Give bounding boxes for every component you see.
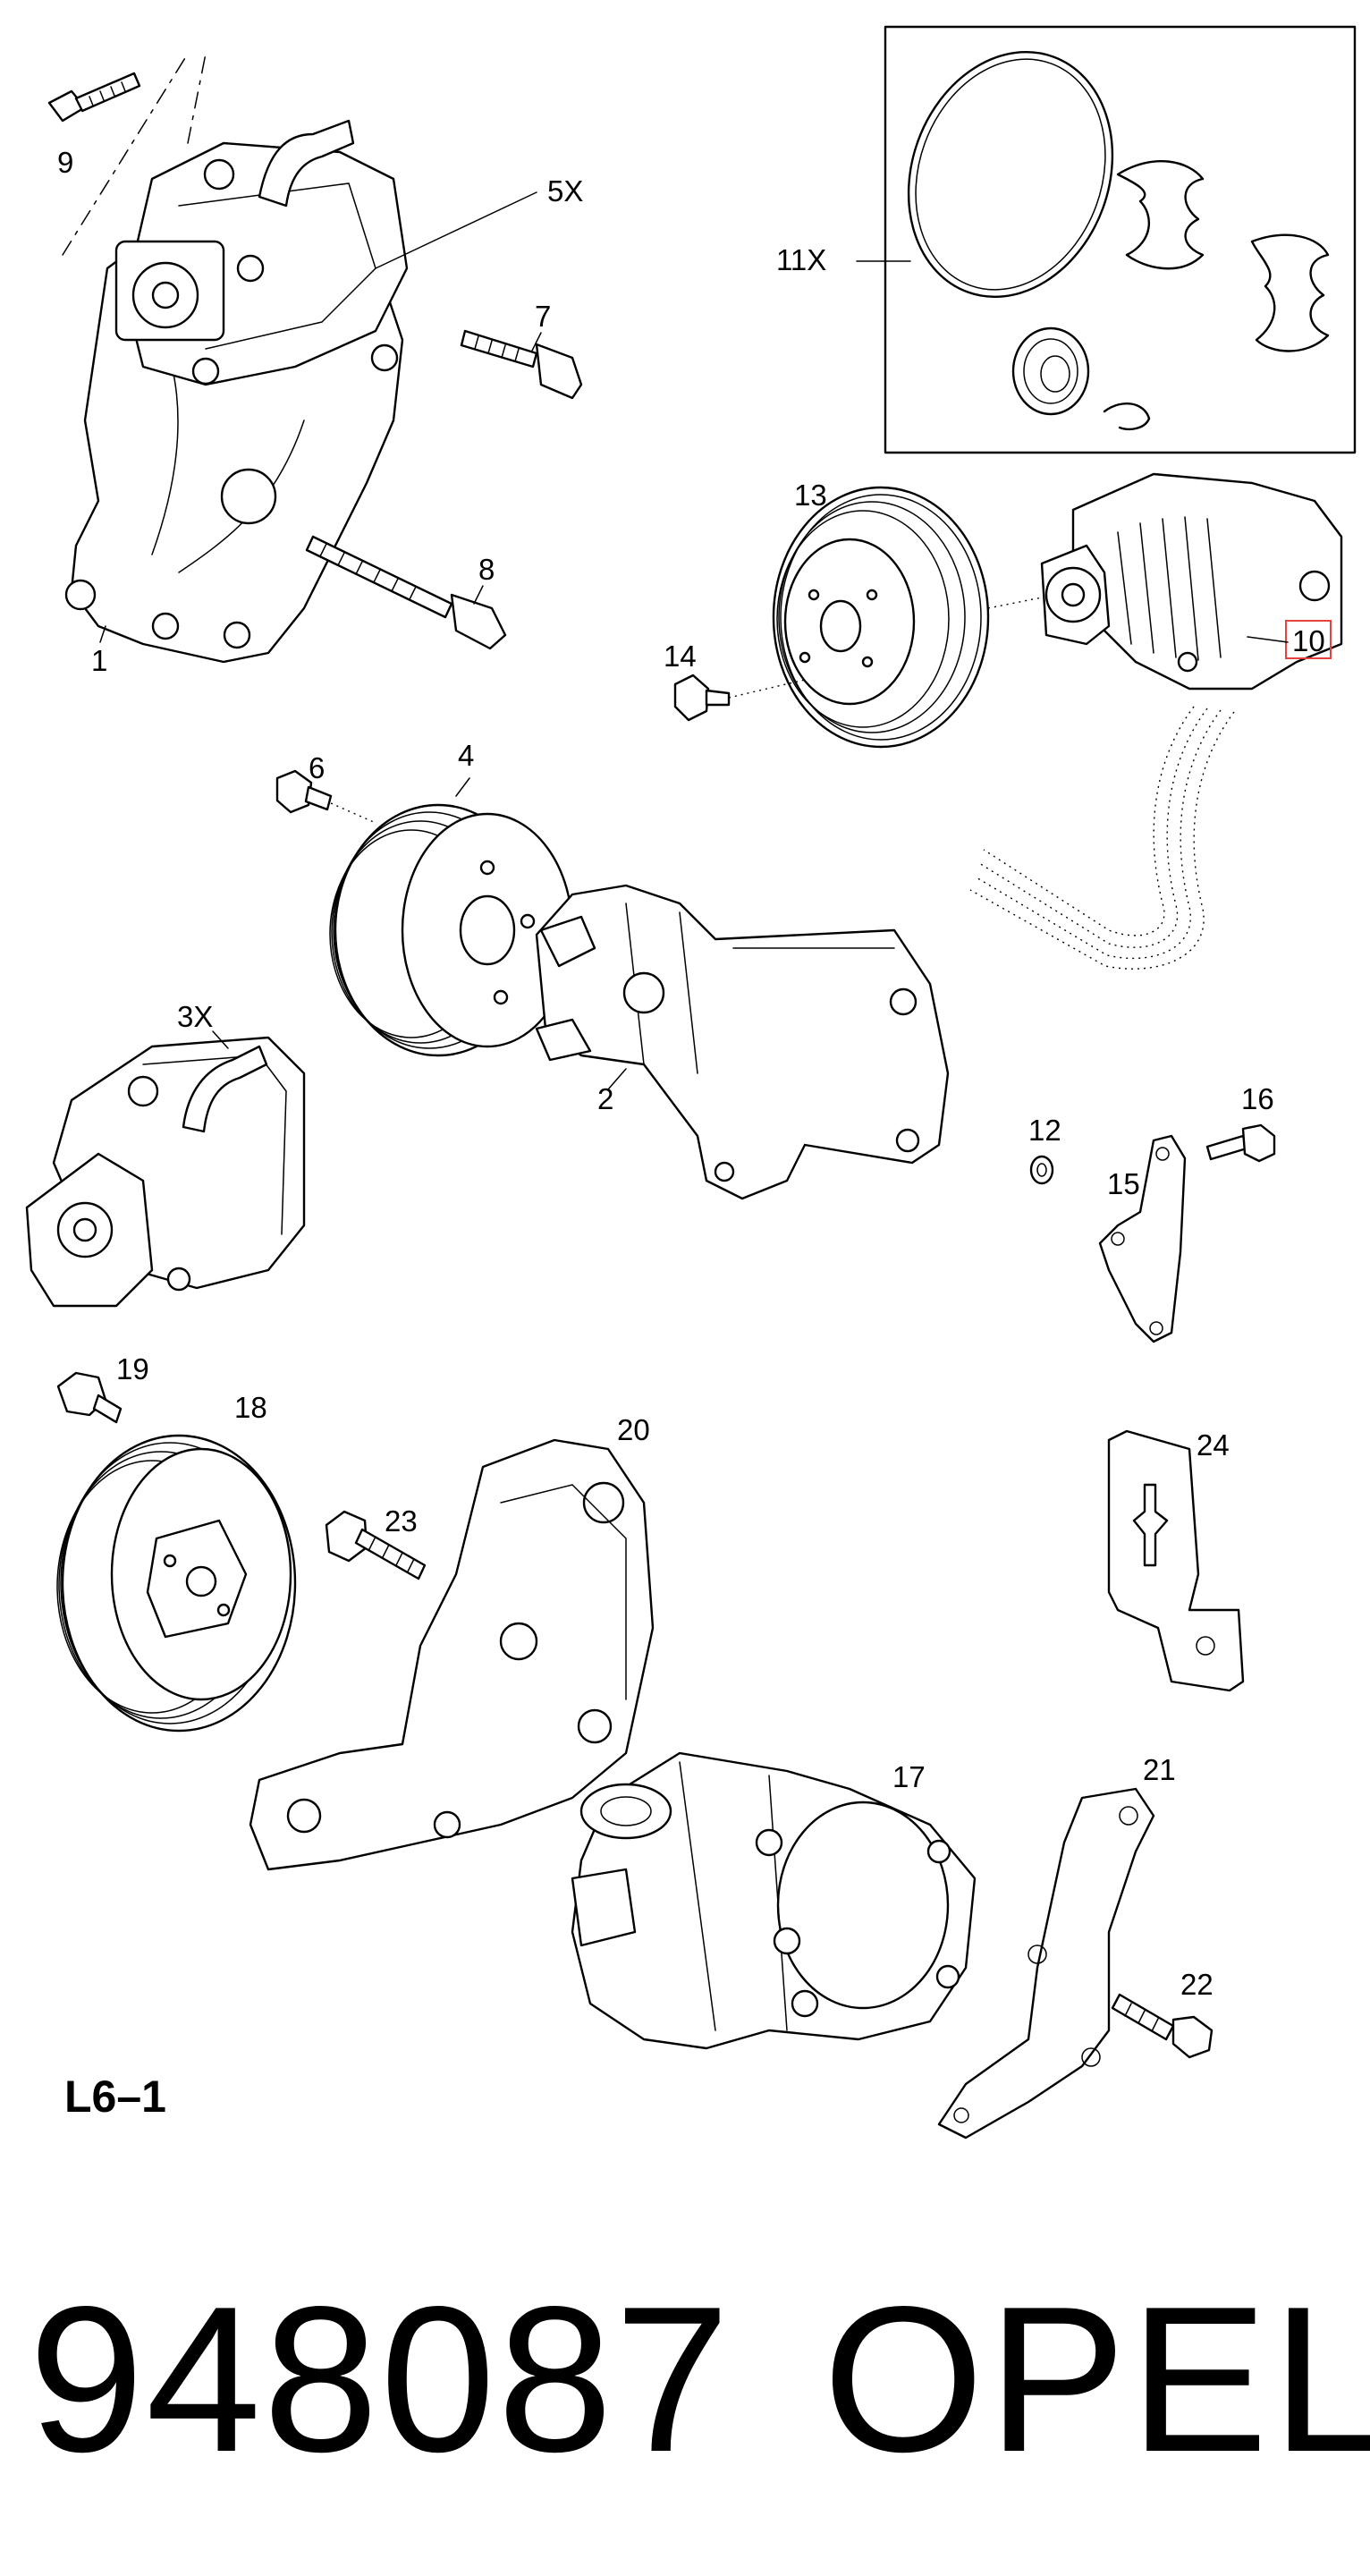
callout-6: 6	[309, 751, 325, 784]
washer-part-12	[1029, 1155, 1054, 1185]
callout-21: 21	[1143, 1753, 1176, 1786]
bolt-part-23	[325, 1510, 427, 1580]
pump-part-17	[571, 1751, 977, 2050]
leader-7	[531, 332, 542, 352]
bracket-part-20	[249, 1438, 655, 1871]
bolt-part-19	[56, 1371, 123, 1424]
callout-16: 16	[1241, 1082, 1274, 1115]
callout-3x: 3X	[177, 1000, 213, 1033]
bolt-part-14	[673, 674, 806, 722]
callout-12: 12	[1028, 1114, 1061, 1147]
part-number: 948087	[29, 2264, 732, 2496]
brand-name: OPEL	[823, 2264, 1370, 2496]
washer-part-12-hole	[1036, 1163, 1047, 1177]
dashed-guide-9	[62, 53, 189, 256]
callout-8: 8	[478, 553, 495, 586]
leader-3x	[212, 1030, 229, 1049]
callout-7: 7	[535, 300, 551, 333]
callout-5x: 5X	[547, 174, 583, 208]
callout-1: 1	[91, 644, 107, 677]
callout-2: 2	[597, 1082, 613, 1115]
pulley-part-13	[772, 486, 990, 749]
bolt-part-22	[1111, 1993, 1214, 2059]
callout-10-highlight	[1285, 620, 1332, 659]
callout-15: 15	[1107, 1167, 1140, 1200]
dashed-guide-9b	[187, 53, 207, 144]
seal-kit-part-11x	[856, 50, 1330, 431]
diagram-code: L6–1	[64, 2072, 166, 2122]
callout-23: 23	[385, 1504, 418, 1538]
leader-10	[1247, 636, 1289, 643]
bolt-part-8	[305, 535, 507, 650]
callout-20: 20	[617, 1413, 650, 1446]
leader-8	[473, 585, 484, 605]
leader-5x	[375, 191, 537, 269]
bracket-part-24	[1107, 1429, 1245, 1692]
leader-2	[607, 1068, 627, 1090]
bracket-part-2	[535, 884, 950, 1200]
pulley-part-4	[329, 803, 574, 1057]
bolt-part-6	[275, 769, 376, 824]
bolt-part-7	[460, 329, 583, 400]
callout-18: 18	[234, 1391, 267, 1424]
callout-17: 17	[892, 1760, 926, 1793]
callout-22: 22	[1180, 1968, 1214, 2001]
bracket-part-21	[937, 1787, 1155, 2140]
callout-19: 19	[116, 1352, 149, 1385]
drive-belt	[969, 706, 1235, 970]
callout-10: 10	[1292, 624, 1325, 657]
callout-11x: 11X	[776, 243, 826, 276]
callout-4: 4	[458, 739, 474, 772]
callout-24: 24	[1197, 1428, 1230, 1462]
bolt-part-16	[1205, 1123, 1276, 1163]
callout-13: 13	[794, 479, 827, 512]
seal-kit-box	[884, 25, 1357, 454]
pump-part-10	[1040, 472, 1343, 691]
callout-9: 9	[57, 146, 73, 179]
leader-4	[455, 777, 470, 797]
callout-14: 14	[664, 640, 697, 673]
pump-part-3x	[25, 1036, 306, 1308]
leader-1	[99, 625, 106, 643]
bolt-part-9	[47, 72, 141, 123]
pulley-part-18	[56, 1434, 297, 1733]
bracket-part-15	[1098, 1134, 1187, 1343]
